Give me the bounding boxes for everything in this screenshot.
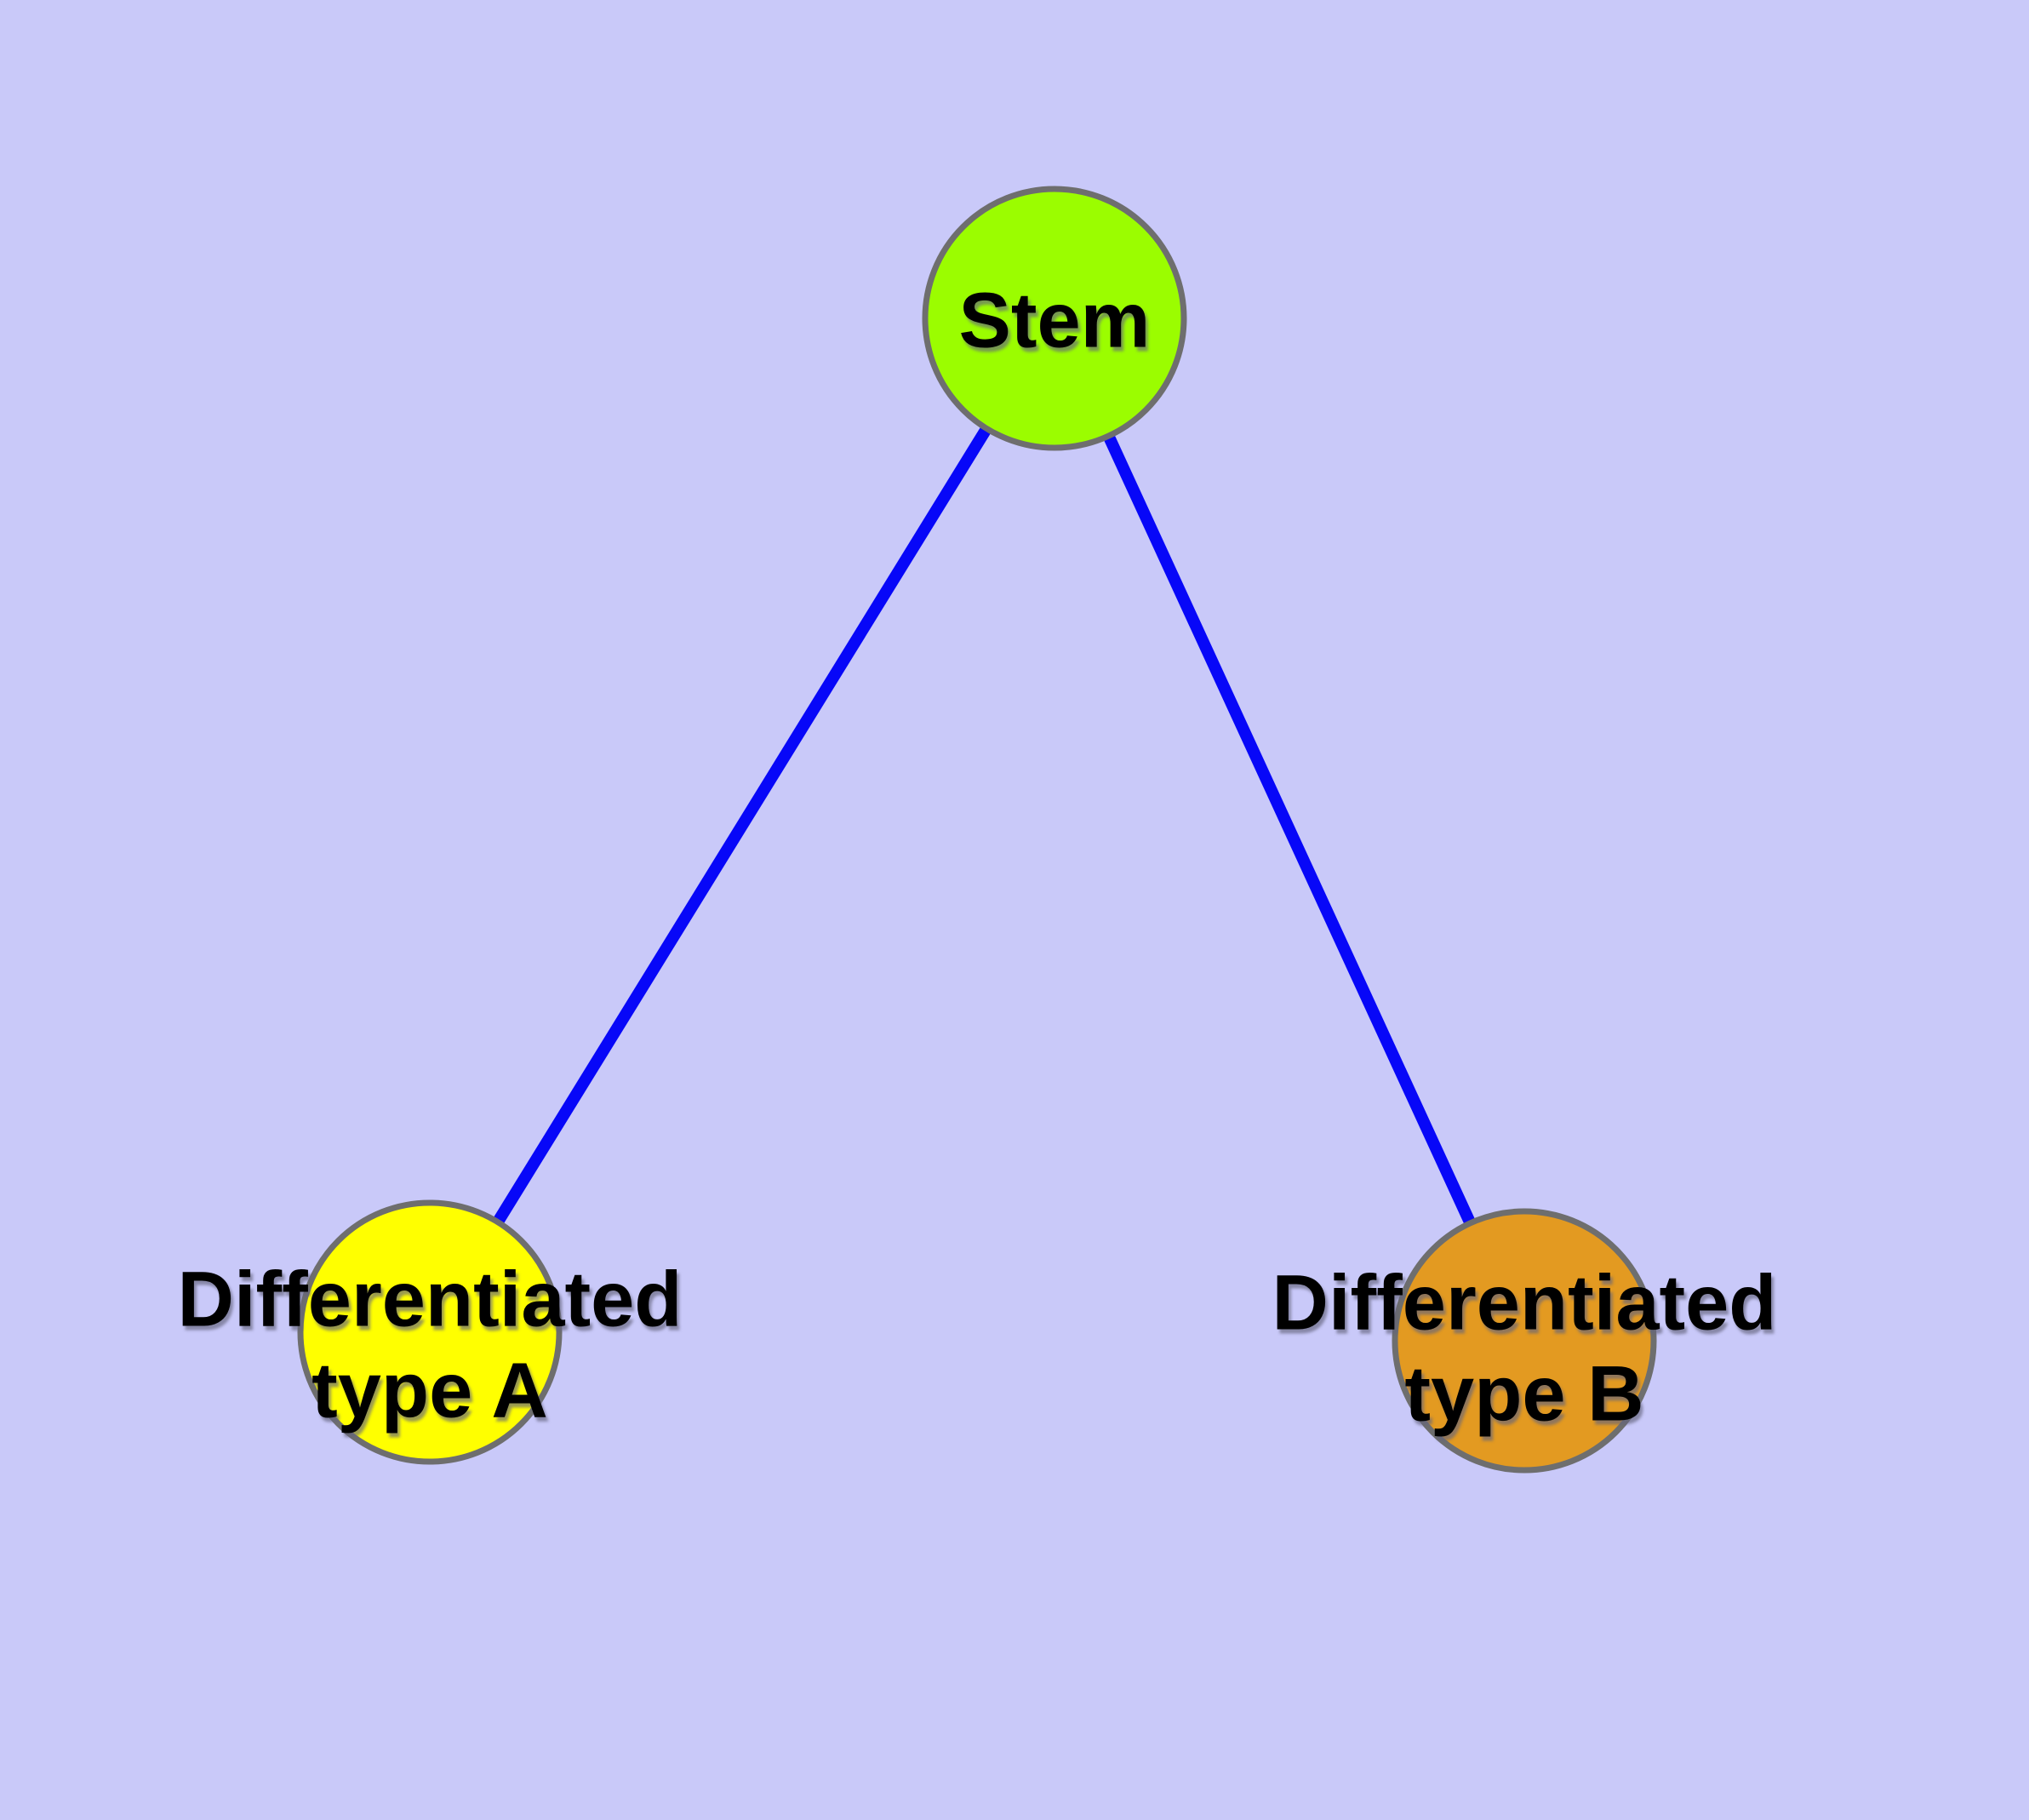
node-differentiated-type-b-label-line1: Differentiated (1272, 1259, 1777, 1347)
node-differentiated-type-b-label: Differentiated type B (1272, 1257, 1777, 1439)
node-differentiated-type-a-circle (297, 1199, 563, 1465)
node-differentiated-type-a-label: Differentiated type A (178, 1254, 683, 1435)
edge-stem-to-type-a (425, 315, 1060, 1336)
node-stem-label: Stem (958, 277, 1151, 364)
node-differentiated-type-b-label-line2: type B (1404, 1350, 1644, 1437)
node-differentiated-type-a-label-line2: type A (311, 1347, 548, 1434)
node-stem-circle (922, 186, 1187, 451)
node-differentiated-type-b-circle (1392, 1208, 1657, 1474)
node-differentiated-type-a-label-line1: Differentiated (177, 1256, 683, 1343)
edge-stem-to-type-b (1049, 316, 1530, 1343)
